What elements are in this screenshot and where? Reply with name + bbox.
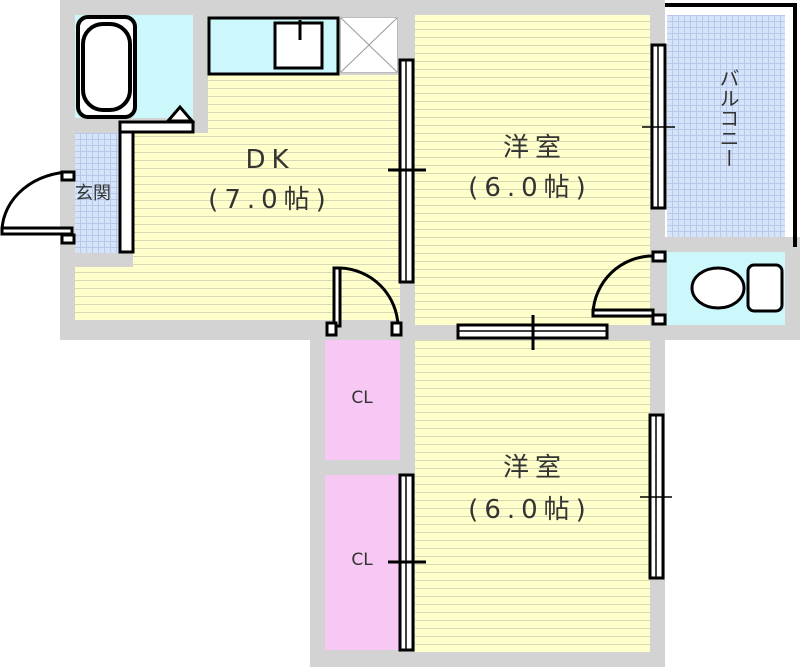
dk-floor-bottom [75,267,145,320]
closet-door-icon [339,266,400,327]
closet-bottom [325,475,400,650]
western-bottom-name: 洋室 [502,453,567,483]
closet-bottom-label: CL [351,550,373,570]
closet-top-label: CL [351,388,373,408]
western-bottom-size: (6.0帖) [468,495,592,525]
counter-outline [207,16,340,76]
western-top-name: 洋室 [502,133,567,163]
western-room-top-floor [415,15,650,325]
entrance-label: 玄関 [75,183,111,204]
dk-floor-left [133,133,213,320]
western-top-size: (6.0帖) [468,173,592,203]
balcony-floor [667,15,785,237]
closet-top [325,340,400,460]
toilet-door-icon [591,254,654,314]
dk-floor [208,75,400,320]
entrance-floor [75,133,120,253]
balcony-rail [665,3,797,247]
bathtub-icon [76,15,137,119]
dk-name: DK [245,145,295,175]
bathtub-inner [81,22,132,112]
balcony-label: バルコニー [716,68,740,168]
dk-size: (7.0帖) [208,185,332,215]
western-room-bottom-floor [415,340,650,652]
entrance-wall [118,130,135,254]
toilet-icon [690,266,746,310]
entrance-door-icon [0,170,73,231]
